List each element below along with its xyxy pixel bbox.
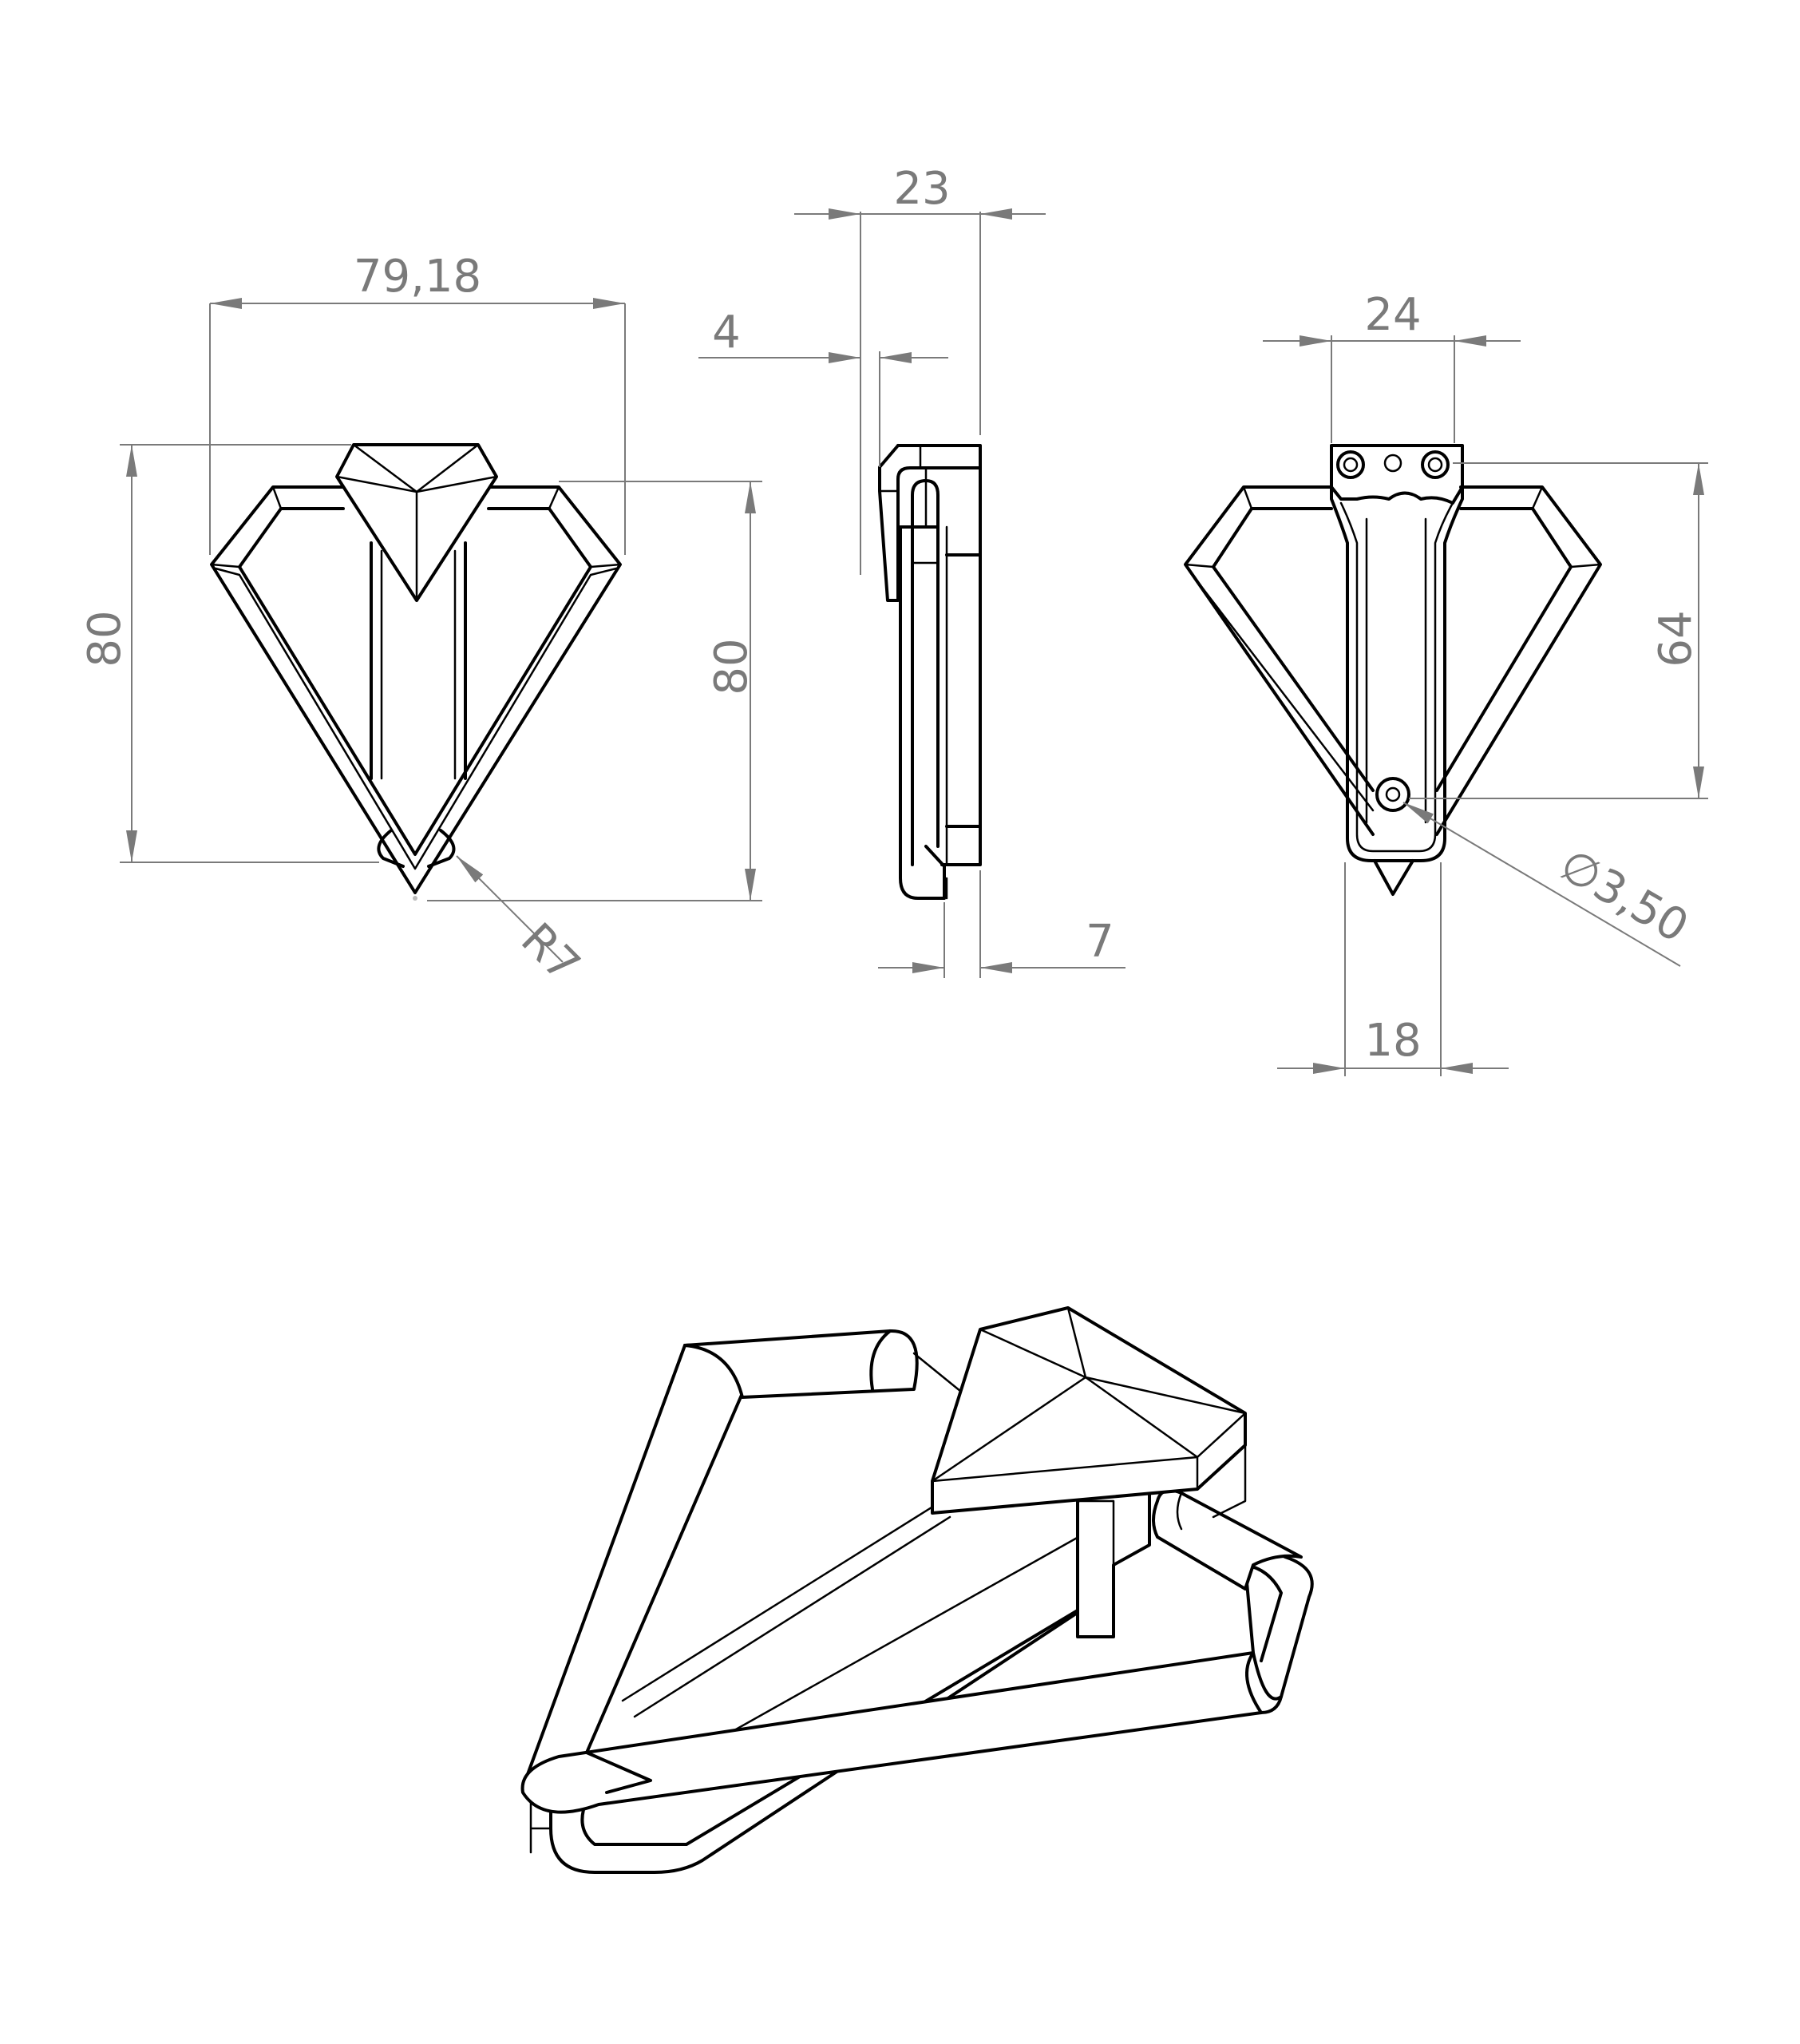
dim-back-top-width: 24 — [1364, 289, 1421, 341]
side-hook — [878, 444, 982, 602]
side-pin — [911, 479, 940, 866]
dim-back-height: 64 — [1650, 610, 1702, 667]
iso-bar-top — [683, 1329, 919, 1399]
dim-front-height-left: 80 — [79, 610, 131, 667]
isometric-view — [520, 1306, 1314, 1874]
back-hole-bottom — [1375, 777, 1410, 812]
back-bracket-top — [1330, 444, 1464, 505]
back-hole-right — [1421, 450, 1450, 479]
back-strap — [1330, 485, 1464, 862]
back-dimensions: 24 64 18 ∅3,50 — [1263, 289, 1708, 1076]
side-view — [878, 444, 982, 900]
back-frame-inner — [1212, 507, 1573, 792]
dim-side-base-width: 7 — [1086, 916, 1114, 968]
dim-front-height-right: 80 — [706, 638, 758, 695]
dim-side-total-width: 23 — [893, 163, 950, 215]
front-view — [210, 443, 622, 901]
front-dimensions: 79,18 80 80 R7 — [79, 251, 762, 992]
side-front-plate — [899, 525, 946, 900]
front-center-bar — [370, 541, 467, 780]
back-hole-left — [1336, 450, 1365, 479]
dim-side-hook-width: 4 — [712, 307, 741, 358]
dim-front-width: 79,18 — [354, 251, 481, 303]
dim-back-bottom-width: 18 — [1364, 1015, 1421, 1067]
back-tip — [1373, 859, 1414, 896]
back-hole-center — [1383, 454, 1402, 473]
back-frame-outer — [1184, 485, 1602, 836]
side-back-plate — [896, 444, 982, 866]
side-dimensions: 23 4 7 — [698, 163, 1125, 978]
back-view — [1184, 444, 1602, 896]
dim-front-radius: R7 — [511, 913, 590, 992]
dim-back-hole-diameter: ∅3,50 — [1551, 839, 1697, 953]
